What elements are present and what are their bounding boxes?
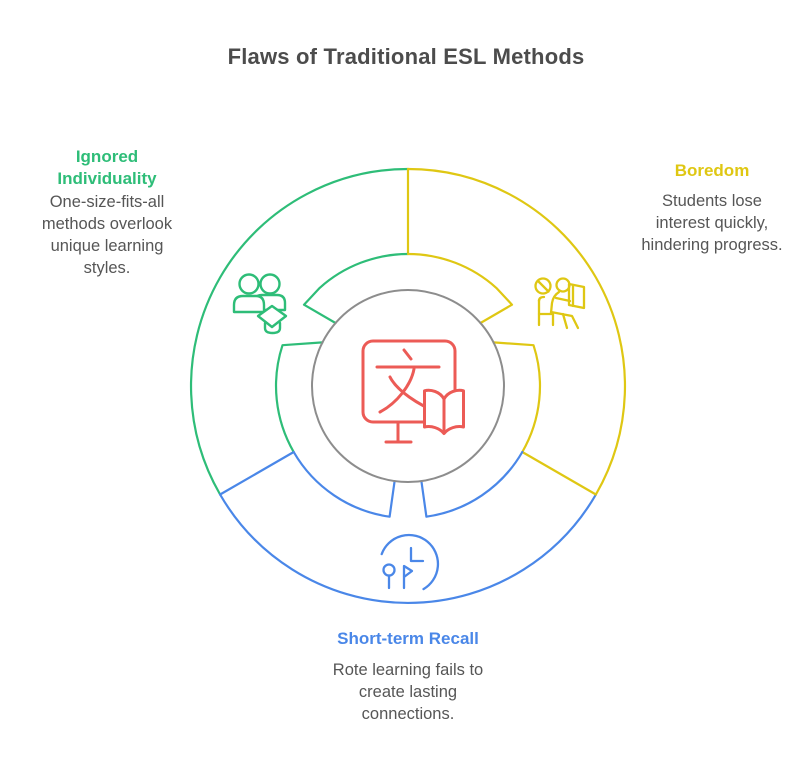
student-arm: [554, 296, 572, 303]
segment-description-boredom: Students lose interest quickly, hinderin…: [641, 192, 783, 254]
student-torso: [549, 290, 561, 315]
segment-label-boredom: Boredom Students lose interest quickly, …: [637, 160, 787, 257]
segment-description-recall: Rote learning fails to create lasting co…: [332, 661, 484, 723]
clock-icon: [380, 533, 440, 591]
segment-heading-boredom: Boredom: [674, 161, 750, 180]
pin-head: [382, 563, 396, 577]
wen-glyph-dot: [402, 348, 413, 361]
wen-glyph-left-stroke: [378, 367, 416, 414]
page-title: Flaws of Traditional ESL Methods: [227, 44, 585, 69]
language-learning-icon: [361, 339, 465, 444]
chair-seat: [537, 312, 555, 327]
segment-label-individuality: Ignored Individuality One-size-fits-all …: [32, 146, 182, 280]
student-front-head: [238, 273, 260, 295]
connector-lower-right: [521, 450, 597, 496]
clock-face-arc: [380, 533, 440, 591]
segment-description-individuality: One-size-fits-all methods overlook uniqu…: [41, 193, 173, 277]
middle-arc-green: [275, 252, 410, 454]
prohibited-sign-slash: [536, 279, 550, 293]
students-icon: [232, 273, 288, 335]
outer-arc-yellow: [406, 167, 626, 496]
prohibited-sign-icon: [534, 277, 552, 295]
middle-ring: [275, 252, 541, 518]
bored-student-icon: [534, 277, 586, 330]
graduation-cap-band: [263, 321, 282, 335]
clock-hands: [409, 546, 425, 563]
graduation-cap-icon: [256, 304, 288, 329]
student-front-body: [232, 294, 266, 314]
student-back-head: [259, 273, 281, 295]
connector-lower-left: [219, 450, 295, 496]
middle-arc-blue: [292, 450, 524, 518]
outer-arc-blue: [219, 493, 597, 605]
pennant-flag: [402, 564, 414, 590]
segment-heading-individuality: Ignored Individuality: [57, 147, 157, 189]
middle-arc-yellow: [406, 252, 541, 454]
student-second-leg: [561, 312, 569, 330]
outer-ring: [190, 167, 626, 605]
monitor-outline: [361, 339, 457, 424]
segment-label-recall: Short-term Recall Rote learning fails to…: [328, 628, 488, 726]
student-head: [555, 277, 571, 293]
segment-heading-recall: Short-term Recall: [337, 629, 479, 648]
student-leg: [549, 310, 580, 330]
student-book: [567, 282, 586, 310]
radial-connectors: [219, 167, 597, 496]
inner-circle: [311, 289, 505, 483]
outer-arc-green: [190, 167, 410, 496]
